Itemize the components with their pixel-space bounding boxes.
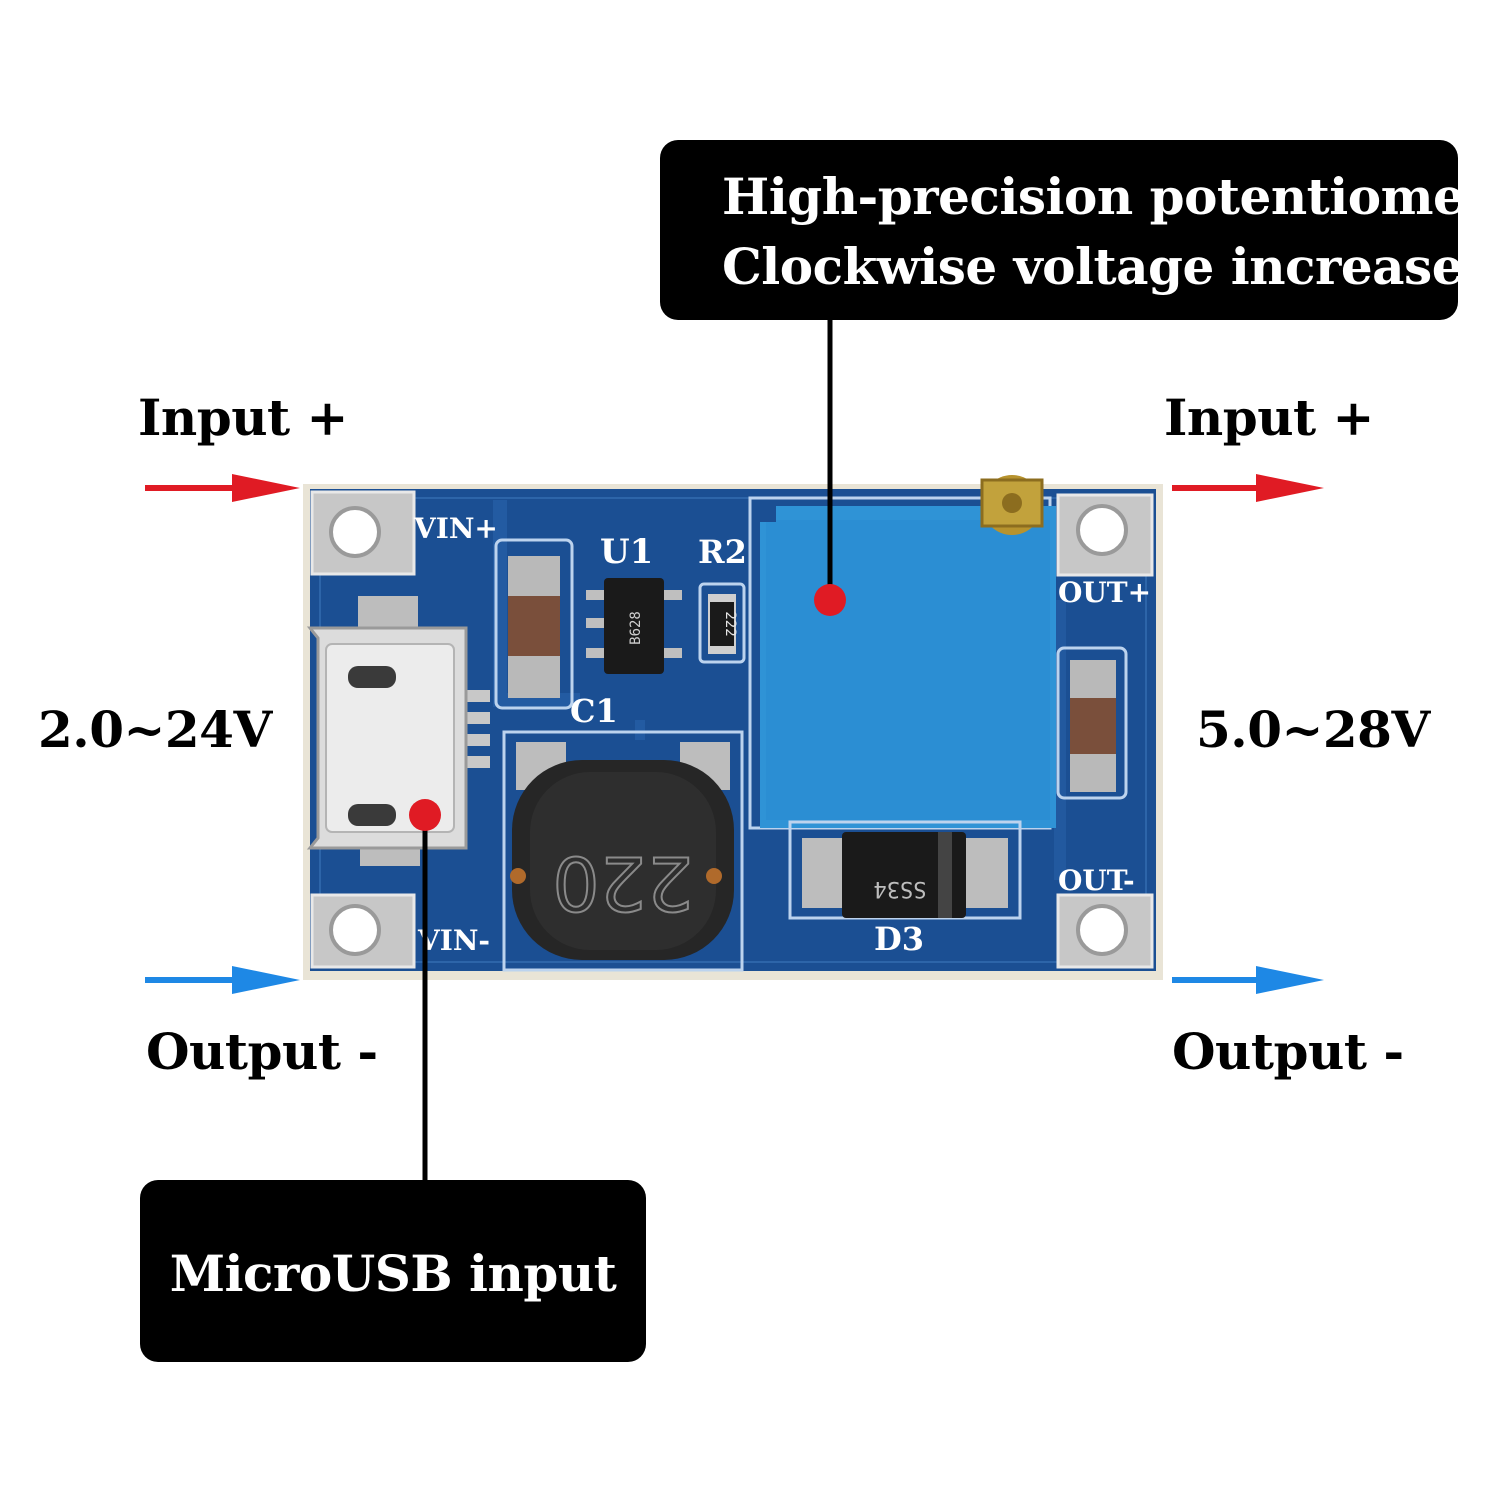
capacitor-c1	[494, 538, 574, 710]
microusb-connector	[306, 596, 490, 866]
potentiometer-callout-line1: High-precision potentiometer	[722, 167, 1500, 226]
chip-marking: B628	[628, 611, 644, 645]
output-capacitor	[1056, 646, 1128, 800]
arrow-output-right	[1172, 966, 1324, 994]
silk-d3: D3	[874, 920, 924, 958]
silk-vin-plus: VIN+	[413, 512, 498, 545]
silk-out-minus: OUT-	[1058, 864, 1135, 897]
potentiometer	[748, 475, 1056, 830]
mount-pad-vin-minus	[310, 893, 416, 969]
label-voltage-left: 2.0~24V	[38, 700, 272, 759]
label-voltage-right: 5.0~28V	[1196, 700, 1430, 759]
resistor-r2: 222	[698, 582, 746, 664]
label-input-right: Input +	[1164, 388, 1374, 447]
potentiometer-callout-line2: Clockwise voltage increase	[722, 237, 1464, 296]
mount-pad-out-plus	[1056, 493, 1154, 577]
silk-c1: C1	[570, 692, 618, 730]
marker-potentiometer	[814, 584, 846, 616]
silk-out-plus: OUT+	[1058, 576, 1151, 609]
silk-r2: R2	[698, 533, 747, 571]
mount-pad-vin-plus	[310, 490, 416, 576]
diode-d3: SS34	[788, 820, 1022, 920]
mount-pad-out-minus	[1056, 893, 1154, 969]
label-output-left: Output -	[146, 1022, 378, 1081]
label-output-right: Output -	[1172, 1022, 1404, 1081]
resistor-marking: 222	[722, 611, 738, 636]
label-input-left: Input +	[138, 388, 348, 447]
arrow-output-left	[145, 966, 300, 994]
chip-u1: B628	[586, 578, 682, 674]
inductor-marking: 220	[552, 839, 693, 925]
arrow-input-right	[1172, 474, 1324, 502]
microusb-callout-text: MicroUSB input	[169, 1244, 617, 1303]
silk-vin-minus: VIN-	[417, 924, 490, 957]
inductor-220: 220	[502, 730, 744, 972]
diode-marking: SS34	[874, 876, 927, 901]
microusb-callout: MicroUSB input	[140, 1180, 646, 1362]
arrow-input-left	[145, 474, 300, 502]
potentiometer-callout: High-precision potentiometer Clockwise v…	[660, 140, 1500, 320]
silk-u1: U1	[600, 532, 653, 572]
marker-microusb	[409, 799, 441, 831]
